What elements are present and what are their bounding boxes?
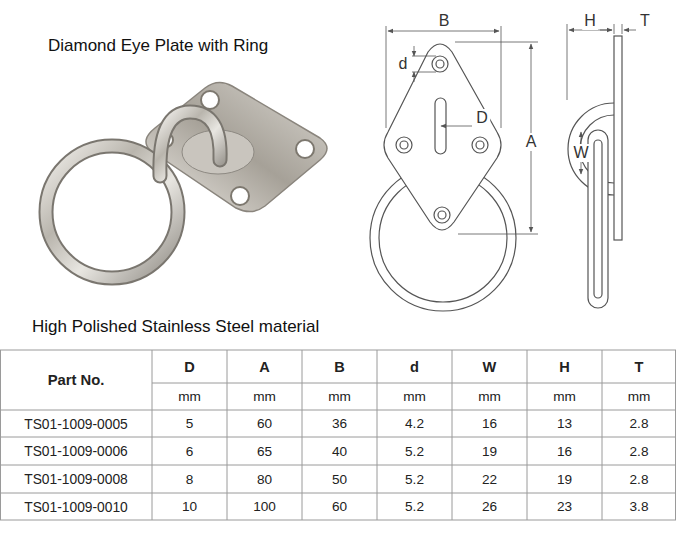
table-cell: 100 <box>228 494 301 519</box>
side-view <box>567 24 636 308</box>
table-cell: 60 <box>303 494 376 519</box>
dimension-letter: W <box>571 144 590 162</box>
table-cell: mm <box>453 384 526 409</box>
table-cell: 16 <box>453 411 526 436</box>
table-cell: 16 <box>528 438 601 464</box>
table-cell: 2.8 <box>603 411 675 436</box>
table-cell: 8 <box>153 466 226 492</box>
table-cell: TS01-1009-0010 <box>1 494 151 519</box>
caption: High Polished Stainless Steel material <box>32 317 319 337</box>
table-cell: TS01-1009-0008 <box>1 466 151 492</box>
dimension-letter: d <box>397 55 410 73</box>
product-photo <box>46 82 327 278</box>
table-cell: W <box>453 351 526 382</box>
table-cell: 80 <box>228 466 301 492</box>
table-cell: mm <box>303 384 376 409</box>
table-cell: D <box>153 351 226 382</box>
table-cell: 2.8 <box>603 466 675 492</box>
table-cell: 4.2 <box>378 411 451 436</box>
dimension-letter: T <box>638 12 652 30</box>
table-cell: mm <box>528 384 601 409</box>
table-cell: 40 <box>303 438 376 464</box>
table-cell: 26 <box>453 494 526 519</box>
table-cell: mm <box>603 384 675 409</box>
table-cell: 13 <box>528 411 601 436</box>
dimension-letter: A <box>524 133 539 151</box>
table-cell: 5 <box>153 411 226 436</box>
table-cell: mm <box>228 384 301 409</box>
table-cell: d <box>378 351 451 382</box>
table-cell: T <box>603 351 675 382</box>
title: Diamond Eye Plate with Ring <box>48 36 268 56</box>
front-view <box>370 26 538 311</box>
table-cell: 19 <box>453 438 526 464</box>
dimension-letter: H <box>582 12 598 30</box>
table-cell: mm <box>378 384 451 409</box>
table-cell: 5.2 <box>378 466 451 492</box>
table-cell: 2.8 <box>603 438 675 464</box>
dimension-letter: B <box>437 12 452 30</box>
table-cell: 3.8 <box>603 494 675 519</box>
table-cell: 23 <box>528 494 601 519</box>
table-cell: mm <box>153 384 226 409</box>
table-cell: H <box>528 351 601 382</box>
table-cell: 5.2 <box>378 438 451 464</box>
table-cell: Part No. <box>1 351 151 409</box>
table-cell: 60 <box>228 411 301 436</box>
dimension-letter: D <box>474 109 490 127</box>
table-cell: 10 <box>153 494 226 519</box>
table-cell: 19 <box>528 466 601 492</box>
table-cell: 36 <box>303 411 376 436</box>
table-cell: B <box>303 351 376 382</box>
table-cell: TS01-1009-0006 <box>1 438 151 464</box>
table-cell: 22 <box>453 466 526 492</box>
table-cell: TS01-1009-0005 <box>1 411 151 436</box>
table-grid <box>0 350 676 520</box>
table-cell: 6 <box>153 438 226 464</box>
table-cell: 50 <box>303 466 376 492</box>
table-cell: 5.2 <box>378 494 451 519</box>
table-cell: 65 <box>228 438 301 464</box>
table-cell: A <box>228 351 301 382</box>
